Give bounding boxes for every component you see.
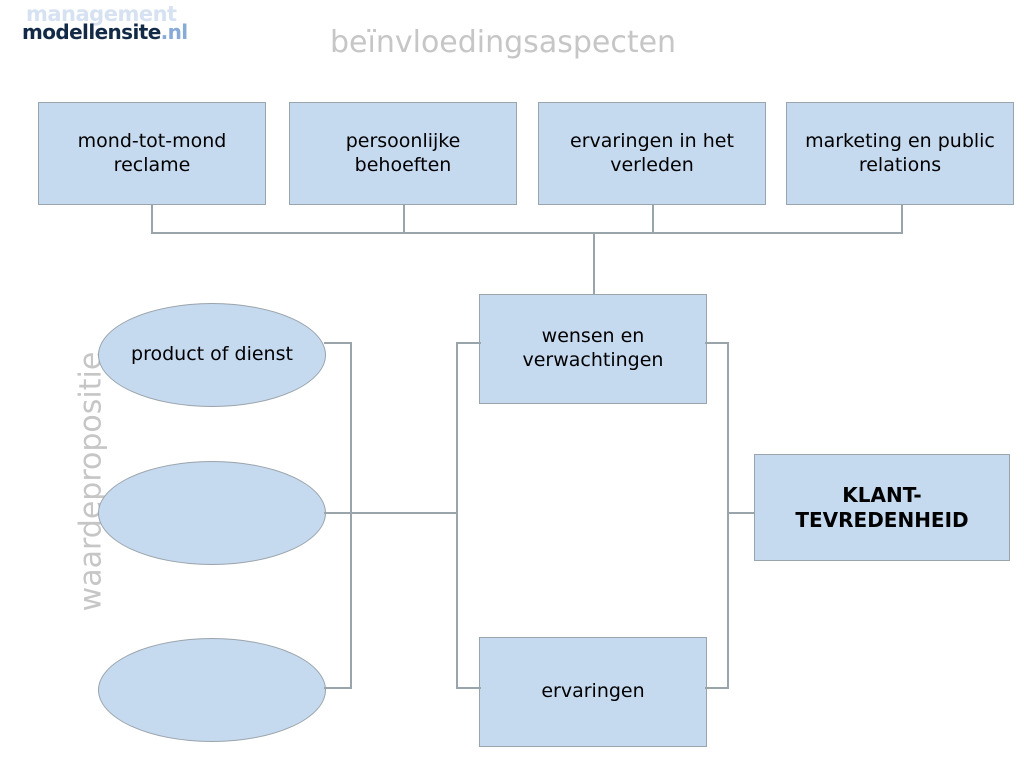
influence-box-mond-tot-mond-reclame[interactable]: mond-tot-mond reclame: [38, 102, 266, 205]
connector-bus-left-vertical: [350, 342, 352, 689]
connector-stub-box3: [652, 205, 654, 234]
connector-right-bus-vertical: [727, 342, 729, 689]
connector-ellipse2-to-bus: [324, 512, 352, 514]
value-ellipse-product-of-dienst[interactable]: product of dienst: [98, 303, 326, 407]
logo-tld: .nl: [160, 20, 189, 44]
logo-word-modellensite: modellensite: [22, 20, 161, 44]
logo-line-modellensite: modellensite.nl: [22, 22, 188, 42]
diagram-title-side: waardepropositie: [73, 351, 109, 612]
connector-ervaringen-to-right-bus: [705, 687, 729, 689]
value-ellipse-empty-1[interactable]: [98, 461, 326, 565]
connector-stub-box4: [901, 205, 903, 234]
connector-ellipse3-to-bus: [324, 687, 352, 689]
connector-center-bus-vertical: [456, 342, 458, 689]
influence-box-marketing-en-public-relations[interactable]: marketing en public relations: [786, 102, 1014, 205]
influence-box-ervaringen-in-het-verleden[interactable]: ervaringen in het verleden: [538, 102, 766, 205]
site-logo: management modellensite.nl: [22, 4, 232, 52]
connector-stub-box1: [151, 205, 153, 234]
connector-wensen-to-right-bus: [705, 342, 729, 344]
connector-center-bus-to-ervaringen: [457, 687, 481, 689]
connector-center-bus-to-wensen: [457, 342, 481, 344]
connector-bus-top: [151, 232, 903, 234]
outcome-box-klanttevredenheid[interactable]: KLANT-TEVREDENHEID: [754, 454, 1010, 561]
connector-right-bus-to-outcome: [727, 512, 755, 514]
influence-box-persoonlijke-behoeften[interactable]: persoonlijke behoeften: [289, 102, 517, 205]
value-ellipse-empty-2[interactable]: [98, 638, 326, 742]
connector-stub-box2: [403, 205, 405, 234]
diagram-title-top: beïnvloedingsaspecten: [330, 25, 677, 60]
center-box-wensen-en-verwachtingen[interactable]: wensen en verwachtingen: [479, 294, 707, 404]
connector-ellipse1-to-bus: [324, 342, 352, 344]
connector-bus-top-to-wensen: [593, 232, 595, 295]
center-box-ervaringen[interactable]: ervaringen: [479, 637, 707, 747]
logo-line-management: management: [26, 2, 177, 26]
connector-bus-left-to-center: [350, 512, 458, 514]
